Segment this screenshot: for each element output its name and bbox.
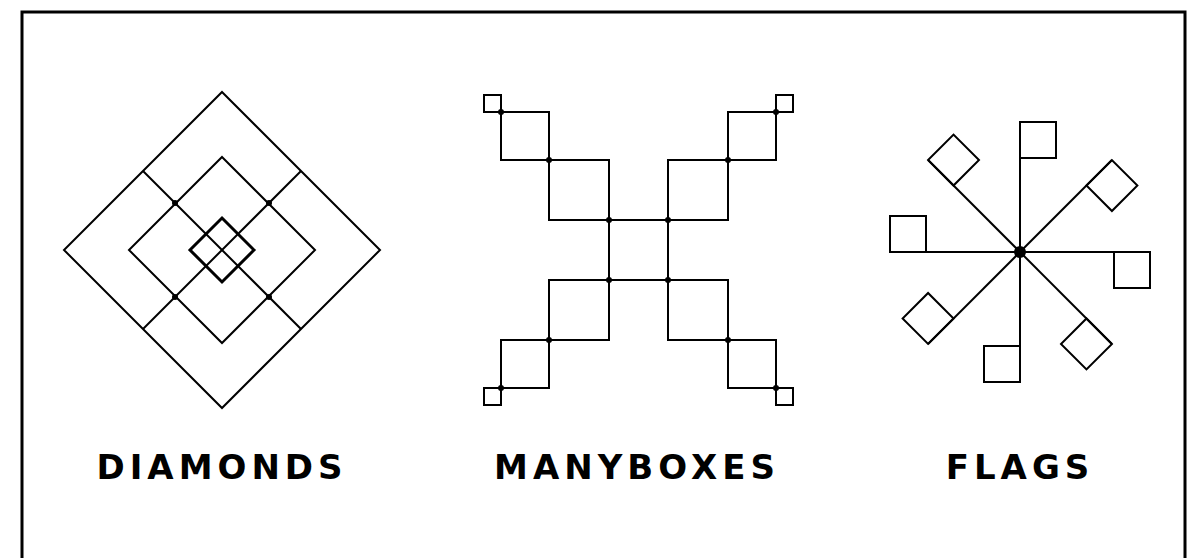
- manyboxes-figure: [484, 95, 793, 405]
- junction-dot: [606, 217, 612, 223]
- small-box: [776, 95, 793, 112]
- flag: [984, 252, 1020, 382]
- junction-dot: [665, 277, 671, 283]
- figure-caption: MANYBOXES: [494, 450, 780, 484]
- flag: [1020, 252, 1150, 288]
- flag: [995, 252, 1112, 369]
- small-box: [776, 388, 793, 405]
- junction-dots: [172, 109, 1026, 391]
- junction-dot: [266, 200, 272, 206]
- box: [501, 340, 549, 388]
- box: [728, 112, 776, 160]
- center-box: [609, 220, 668, 280]
- hub-dot: [1014, 246, 1026, 258]
- box: [549, 160, 609, 220]
- figure-caption: DIAMONDS: [96, 450, 347, 484]
- figure-caption: FLAGS: [946, 450, 1095, 484]
- junction-dot: [498, 109, 504, 115]
- diagonal-line: [143, 171, 301, 329]
- box: [668, 160, 728, 220]
- box: [549, 280, 609, 340]
- junction-dot: [773, 109, 779, 115]
- junction-dot: [606, 277, 612, 283]
- junction-dot: [546, 157, 552, 163]
- box: [668, 280, 728, 340]
- box: [501, 112, 549, 160]
- flag: [890, 216, 1020, 252]
- frame-border: [22, 12, 1185, 558]
- small-box: [484, 388, 501, 405]
- middle-diamond: [129, 157, 315, 343]
- junction-dot: [725, 337, 731, 343]
- outer-diamond: [64, 92, 380, 408]
- flag: [903, 227, 1020, 344]
- diamonds-figure: [64, 92, 380, 408]
- junction-dot: [546, 337, 552, 343]
- junction-dot: [725, 157, 731, 163]
- line-art: [22, 12, 1185, 558]
- junction-dot: [773, 385, 779, 391]
- box: [728, 340, 776, 388]
- flags-figure: [890, 122, 1150, 382]
- junction-dot: [498, 385, 504, 391]
- junction-dot: [172, 294, 178, 300]
- junction-dot: [665, 217, 671, 223]
- small-box: [484, 95, 501, 112]
- junction-dot: [266, 294, 272, 300]
- flag: [928, 135, 1045, 252]
- flag: [1020, 160, 1137, 277]
- junction-dot: [172, 200, 178, 206]
- diagonal-line: [143, 171, 301, 329]
- flag: [1020, 122, 1056, 252]
